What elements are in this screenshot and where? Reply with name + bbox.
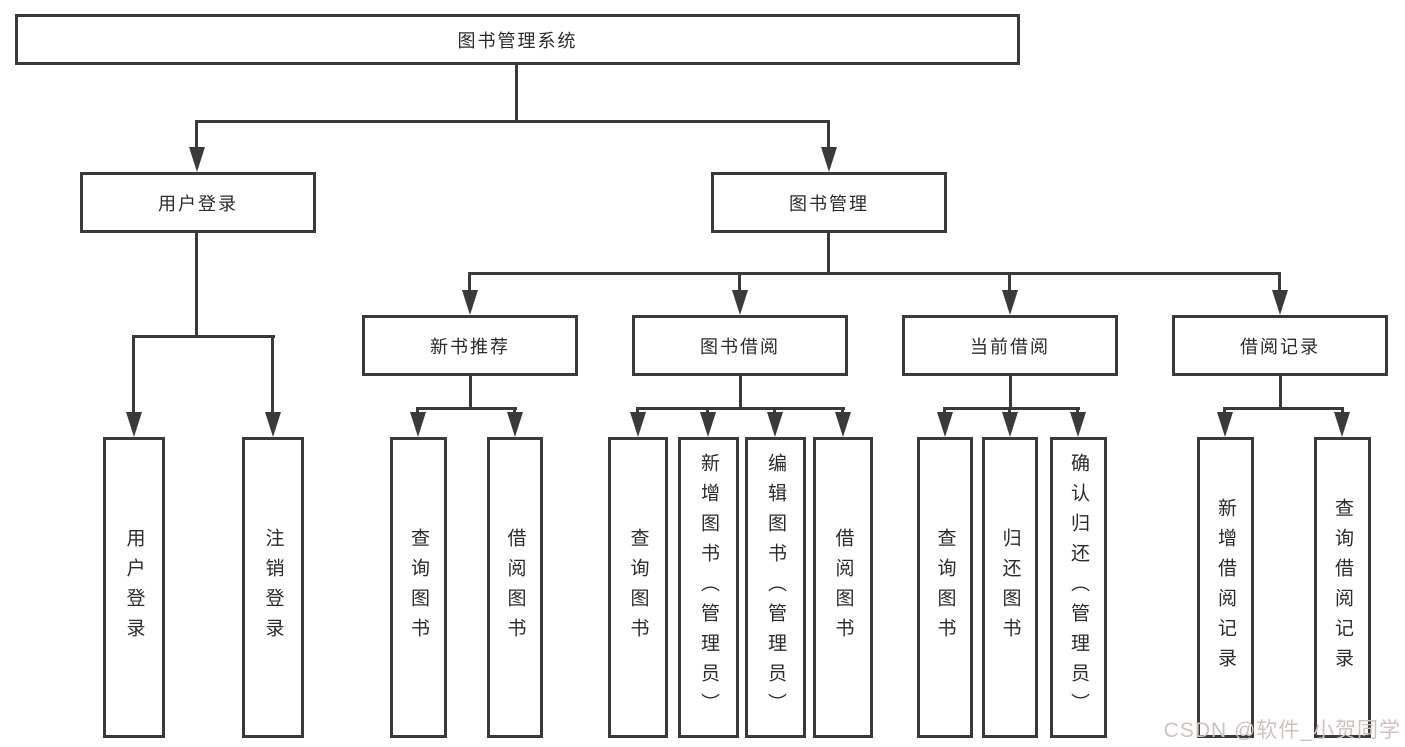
leaf-br-add-record: 新增借阅记录 bbox=[1197, 437, 1254, 738]
node-user-login-label: 用户登录 bbox=[158, 193, 238, 214]
node-borrow-records-label: 借阅记录 bbox=[1240, 336, 1320, 357]
arrowhead-nb-borrow bbox=[507, 412, 523, 437]
leaf-bb-edit-books-admin-label: 编辑图书（管理员） bbox=[765, 452, 786, 723]
leaf-logout-label: 注销登录 bbox=[262, 527, 284, 648]
leaf-br-query-record-label: 查询借阅记录 bbox=[1332, 497, 1353, 678]
node-current-borrow: 当前借阅 bbox=[902, 315, 1118, 376]
leaf-cb-return-books-label: 归还图书 bbox=[999, 527, 1021, 648]
leaf-bb-add-books-admin-label: 新增图书（管理员） bbox=[698, 452, 719, 723]
leaf-user-login: 用户登录 bbox=[103, 437, 165, 738]
connector-to-book-borrow bbox=[738, 272, 741, 292]
leaf-nb-query-books-label: 查询图书 bbox=[408, 527, 429, 648]
connector-to-nb-query bbox=[416, 407, 419, 415]
connector-to-current-borrow bbox=[1008, 272, 1011, 292]
arrowhead-leaf-user-login bbox=[126, 412, 142, 437]
leaf-nb-borrow-books-label: 借阅图书 bbox=[504, 527, 526, 648]
leaf-logout: 注销登录 bbox=[242, 437, 304, 738]
leaf-cb-return-books: 归还图书 bbox=[982, 437, 1038, 738]
connector-to-leaf-user-login bbox=[132, 335, 135, 414]
connector-bb-rail bbox=[637, 407, 845, 410]
leaf-br-query-record: 查询借阅记录 bbox=[1314, 437, 1371, 738]
leaf-bb-query-books-label: 查询图书 bbox=[627, 527, 649, 648]
arrowhead-user-login bbox=[189, 147, 205, 172]
arrowhead-br-add bbox=[1217, 412, 1233, 437]
arrowhead-book-management bbox=[821, 147, 837, 172]
arrowhead-new-book-recommend bbox=[462, 290, 478, 315]
connector-cb-rail bbox=[944, 407, 1080, 410]
connector-root-stem bbox=[515, 64, 518, 121]
connector-br-stem bbox=[1279, 376, 1282, 409]
connector-to-cb-query bbox=[943, 407, 946, 415]
connector-to-bb-add bbox=[706, 407, 709, 415]
leaf-user-login-label: 用户登录 bbox=[123, 527, 145, 648]
connector-to-user-login bbox=[195, 120, 198, 150]
arrowhead-current-borrow bbox=[1002, 290, 1018, 315]
leaf-bb-add-books-admin: 新增图书（管理员） bbox=[678, 437, 739, 738]
node-root-label: 图书管理系统 bbox=[457, 30, 578, 51]
leaf-bb-borrow-books-label: 借阅图书 bbox=[832, 527, 854, 648]
node-current-borrow-label: 当前借阅 bbox=[970, 336, 1050, 357]
connector-br-rail bbox=[1224, 407, 1344, 410]
arrowhead-cb-return bbox=[1002, 412, 1018, 437]
node-new-book-recommend: 新书推荐 bbox=[362, 315, 578, 376]
node-book-borrow-label: 图书借阅 bbox=[700, 336, 780, 357]
connector-user-login-stem bbox=[195, 233, 198, 335]
leaf-nb-query-books: 查询图书 bbox=[390, 437, 447, 738]
arrowhead-bb-query bbox=[630, 412, 646, 437]
node-new-book-recommend-label: 新书推荐 bbox=[430, 336, 510, 357]
connector-bb-stem bbox=[739, 376, 742, 409]
arrowhead-bb-borrow bbox=[835, 412, 851, 437]
connector-to-br-query bbox=[1341, 407, 1344, 415]
leaf-cb-query-books: 查询图书 bbox=[917, 437, 973, 738]
leaf-cb-query-books-label: 查询图书 bbox=[934, 527, 956, 648]
leaf-bb-borrow-books: 借阅图书 bbox=[813, 437, 873, 738]
node-borrow-records: 借阅记录 bbox=[1172, 315, 1388, 376]
connector-level1-rail bbox=[196, 120, 830, 123]
arrowhead-br-query bbox=[1334, 412, 1350, 437]
connector-to-cb-return bbox=[1008, 407, 1011, 415]
leaf-cb-confirm-return-admin-label: 确认归还（管理员） bbox=[1068, 452, 1089, 723]
leaf-nb-borrow-books: 借阅图书 bbox=[487, 437, 543, 738]
arrowhead-book-borrow bbox=[732, 290, 748, 315]
connector-book-management-stem bbox=[827, 233, 830, 274]
arrowhead-nb-query bbox=[410, 412, 426, 437]
connector-nb-rail bbox=[417, 407, 517, 410]
connector-to-new-book-recommend bbox=[468, 272, 471, 292]
connector-to-bb-edit bbox=[773, 407, 776, 415]
leaf-bb-edit-books-admin: 编辑图书（管理员） bbox=[745, 437, 806, 738]
connector-cb-stem bbox=[1009, 376, 1012, 409]
arrowhead-leaf-logout bbox=[265, 412, 281, 437]
connector-to-bb-query bbox=[636, 407, 639, 415]
leaf-bb-query-books: 查询图书 bbox=[608, 437, 668, 738]
connector-to-book-management bbox=[827, 120, 830, 150]
connector-to-br-add bbox=[1223, 407, 1226, 415]
node-book-management-label: 图书管理 bbox=[789, 193, 869, 214]
arrowhead-borrow-records bbox=[1272, 290, 1288, 315]
leaf-cb-confirm-return-admin: 确认归还（管理员） bbox=[1050, 437, 1107, 738]
node-user-login: 用户登录 bbox=[80, 172, 316, 233]
leaf-br-add-record-label: 新增借阅记录 bbox=[1215, 497, 1236, 678]
arrowhead-bb-add bbox=[700, 412, 716, 437]
connector-level2-rail bbox=[468, 272, 1281, 275]
arrowhead-bb-edit bbox=[767, 412, 783, 437]
node-book-management: 图书管理 bbox=[711, 172, 947, 233]
connector-to-nb-borrow bbox=[513, 407, 516, 415]
node-root: 图书管理系统 bbox=[15, 14, 1020, 65]
node-book-borrow: 图书借阅 bbox=[632, 315, 848, 376]
arrowhead-cb-query bbox=[937, 412, 953, 437]
connector-to-borrow-records bbox=[1278, 272, 1281, 292]
connector-to-cb-confirm bbox=[1076, 407, 1079, 415]
connector-nb-stem bbox=[469, 376, 472, 409]
connector-user-login-rail bbox=[133, 335, 275, 338]
connector-to-bb-borrow bbox=[841, 407, 844, 415]
connector-to-leaf-logout bbox=[271, 335, 274, 414]
csdn-watermark: CSDN @软件_小贺同学 bbox=[1163, 719, 1401, 742]
arrowhead-cb-confirm bbox=[1070, 412, 1086, 437]
